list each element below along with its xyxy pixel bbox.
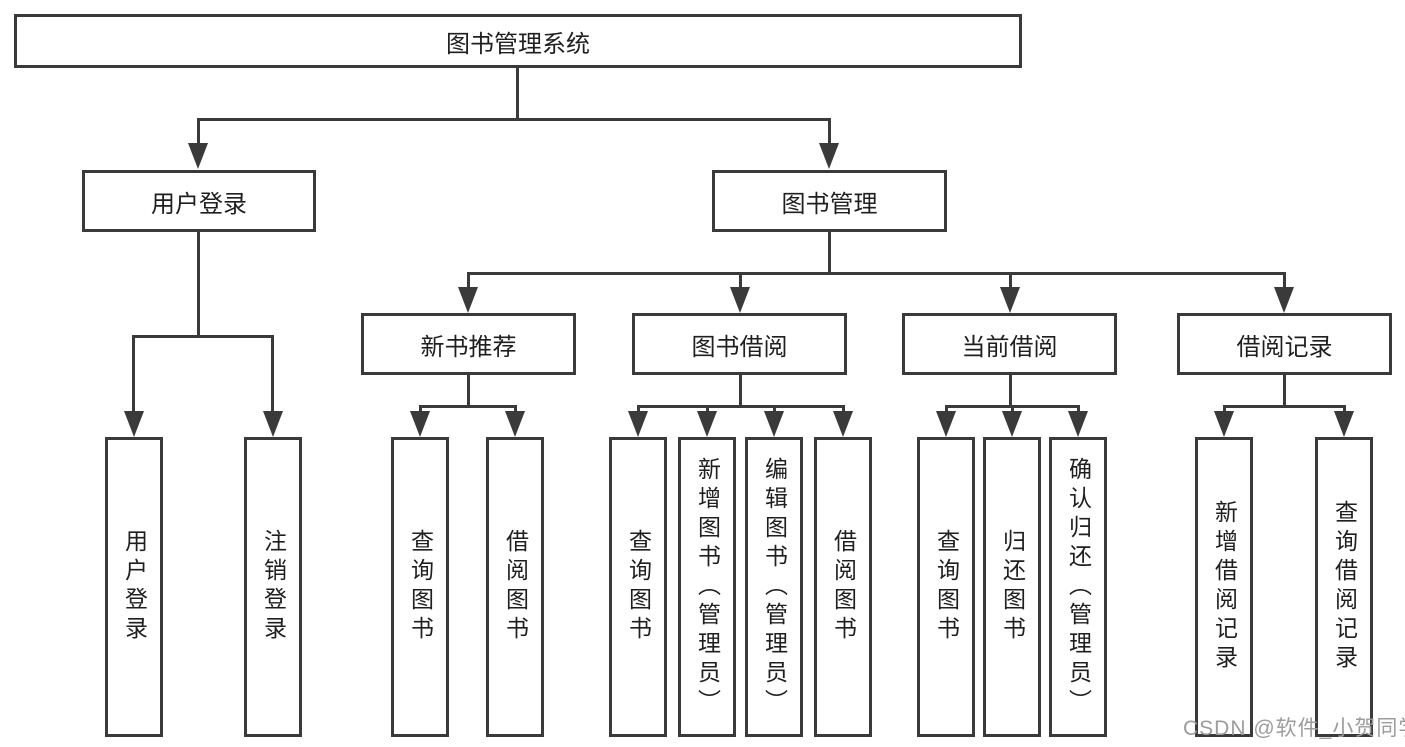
leaf-query-borrow-record: 查询借阅记录 bbox=[1315, 437, 1373, 737]
arrow-down-icon bbox=[936, 411, 956, 437]
connector-drop-borrow-record bbox=[1283, 272, 1286, 289]
connector-drop-leaf bbox=[1077, 405, 1080, 413]
node-new-book-recommend-label: 新书推荐 bbox=[420, 333, 517, 361]
node-book-mgmt: 图书管理 bbox=[712, 170, 947, 232]
arrow-down-icon bbox=[1274, 287, 1294, 313]
connector-borrow-rail bbox=[637, 405, 845, 408]
leaf-borrow-query-book-label: 查询图书 bbox=[625, 529, 652, 645]
leaf-borrow-book: 借阅图书 bbox=[814, 437, 872, 737]
leaf-user-login: 用户登录 bbox=[105, 437, 163, 737]
arrow-down-icon bbox=[1000, 287, 1020, 313]
node-root-label: 图书管理系统 bbox=[446, 30, 590, 58]
leaf-recommend-borrow-book-label: 借阅图书 bbox=[502, 529, 529, 645]
arrow-down-icon bbox=[1068, 411, 1088, 437]
leaf-add-book-admin: 新增图书（管理员） bbox=[678, 437, 736, 737]
node-new-book-recommend: 新书推荐 bbox=[361, 313, 576, 375]
connector-drop-leaf-user-login bbox=[132, 335, 135, 413]
connector-user-login-stem bbox=[197, 232, 200, 335]
arrow-down-icon bbox=[188, 143, 208, 169]
leaf-recommend-borrow-book: 借阅图书 bbox=[486, 437, 544, 737]
leaf-user-login-label: 用户登录 bbox=[121, 529, 148, 645]
node-user-login-label: 用户登录 bbox=[151, 190, 247, 218]
connector-drop-current-borrow bbox=[1009, 272, 1012, 289]
connector-drop-book-mgmt bbox=[828, 118, 831, 146]
connector-drop-leaf bbox=[842, 405, 845, 413]
node-user-login: 用户登录 bbox=[82, 170, 316, 232]
leaf-confirm-return-admin: 确认归还（管理员） bbox=[1049, 437, 1107, 737]
connector-drop-leaf bbox=[773, 405, 776, 413]
arrow-down-icon bbox=[764, 411, 784, 437]
leaf-return-book-label: 归还图书 bbox=[999, 529, 1026, 645]
arrow-down-icon bbox=[730, 287, 750, 313]
connector-drop-new-book-recommend bbox=[467, 272, 470, 289]
leaf-current-query-book-label: 查询图书 bbox=[933, 529, 960, 645]
connector-book-mgmt-stem bbox=[828, 232, 831, 272]
arrow-down-icon bbox=[819, 143, 839, 169]
node-borrow-record-label: 借阅记录 bbox=[1236, 333, 1333, 361]
node-book-borrow-label: 图书借阅 bbox=[691, 333, 788, 361]
leaf-add-book-admin-label: 新增图书（管理员） bbox=[694, 456, 721, 718]
leaf-query-borrow-record-label: 查询借阅记录 bbox=[1331, 500, 1358, 674]
arrow-down-icon bbox=[263, 411, 283, 437]
arrow-down-icon bbox=[1334, 411, 1354, 437]
arrow-down-icon bbox=[1214, 411, 1234, 437]
connector-drop-leaf bbox=[419, 405, 422, 413]
connector-user-login-rail bbox=[132, 335, 274, 338]
node-current-borrow: 当前借阅 bbox=[902, 313, 1117, 375]
connector-record-rail bbox=[1223, 405, 1346, 408]
leaf-recommend-query-book-label: 查询图书 bbox=[407, 529, 434, 645]
leaf-recommend-query-book: 查询图书 bbox=[391, 437, 449, 737]
leaf-confirm-return-admin-label: 确认归还（管理员） bbox=[1065, 456, 1092, 718]
leaf-logout: 注销登录 bbox=[244, 437, 302, 737]
connector-level2-rail bbox=[467, 272, 1286, 275]
csdn-watermark: CSDN @软件_小贺同学 bbox=[1183, 717, 1405, 740]
node-current-borrow-label: 当前借阅 bbox=[961, 333, 1058, 361]
node-borrow-record: 借阅记录 bbox=[1177, 313, 1392, 375]
leaf-add-borrow-record-label: 新增借阅记录 bbox=[1211, 500, 1238, 674]
connector-drop-leaf bbox=[1343, 405, 1346, 413]
leaf-return-book: 归还图书 bbox=[983, 437, 1041, 737]
arrow-down-icon bbox=[410, 411, 430, 437]
arrow-down-icon bbox=[697, 411, 717, 437]
node-book-borrow: 图书借阅 bbox=[632, 313, 847, 375]
connector-drop-book-borrow bbox=[739, 272, 742, 289]
leaf-logout-label: 注销登录 bbox=[260, 529, 287, 645]
connector-drop-leaf bbox=[706, 405, 709, 413]
connector-drop-leaf bbox=[945, 405, 948, 413]
leaf-edit-book-admin-label: 编辑图书（管理员） bbox=[761, 456, 788, 718]
connector-drop-leaf bbox=[514, 405, 517, 413]
arrow-down-icon bbox=[505, 411, 525, 437]
leaf-borrow-book-label: 借阅图书 bbox=[830, 529, 857, 645]
arrow-down-icon bbox=[833, 411, 853, 437]
connector-borrow-stem bbox=[739, 375, 742, 405]
arrow-down-icon bbox=[628, 411, 648, 437]
connector-level1-rail bbox=[197, 118, 831, 121]
leaf-current-query-book: 查询图书 bbox=[917, 437, 975, 737]
leaf-add-borrow-record: 新增借阅记录 bbox=[1195, 437, 1253, 737]
connector-root-stem bbox=[516, 68, 519, 118]
connector-drop-leaf-logout bbox=[271, 335, 274, 413]
arrow-down-icon bbox=[1002, 411, 1022, 437]
leaf-edit-book-admin: 编辑图书（管理员） bbox=[745, 437, 803, 737]
connector-recommend-stem bbox=[467, 375, 470, 405]
connector-drop-leaf bbox=[637, 405, 640, 413]
connector-drop-leaf bbox=[1011, 405, 1014, 413]
arrow-down-icon bbox=[124, 411, 144, 437]
connector-current-stem bbox=[1009, 375, 1012, 405]
connector-recommend-rail bbox=[419, 405, 517, 408]
node-root: 图书管理系统 bbox=[14, 14, 1022, 68]
connector-record-stem bbox=[1283, 375, 1286, 405]
node-book-mgmt-label: 图书管理 bbox=[781, 190, 878, 218]
connector-drop-user-login bbox=[197, 118, 200, 146]
connector-drop-leaf bbox=[1223, 405, 1226, 413]
arrow-down-icon bbox=[458, 287, 478, 313]
leaf-borrow-query-book: 查询图书 bbox=[609, 437, 667, 737]
